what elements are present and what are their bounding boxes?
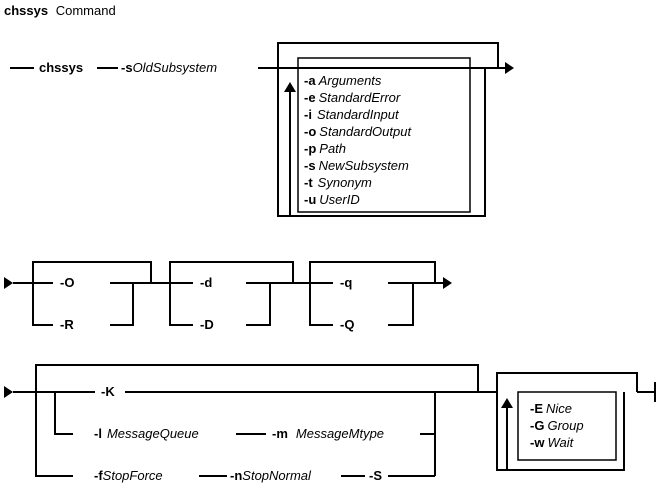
repeat-up-arrow-icon	[284, 82, 296, 92]
row3-left-branches	[35, 391, 95, 477]
flag-O: -O	[60, 275, 74, 290]
row3-right-merge	[434, 392, 436, 476]
row1-command: chssys	[39, 60, 83, 75]
flag-D: -D	[200, 317, 214, 332]
group3-skip-path	[309, 261, 436, 283]
group1-skip-path	[32, 261, 152, 283]
group1-left-branch	[32, 282, 53, 326]
group3-left-branch	[309, 282, 333, 326]
loop2-up-arrow-icon	[501, 398, 513, 408]
repeat-options-box	[517, 391, 617, 461]
flag-S: -S	[369, 468, 382, 483]
row2-end-arrow-icon	[443, 277, 452, 289]
flag-q: -q	[340, 275, 352, 290]
flag-R: -R	[60, 317, 74, 332]
row3-start-arrow-icon	[4, 386, 13, 398]
options-box	[297, 57, 471, 213]
title-suffix: Command	[56, 3, 116, 18]
title-command: chssys	[4, 3, 48, 18]
group2-left-branch	[169, 282, 193, 326]
branch-stop-force: -fStopForce	[94, 468, 163, 483]
row2-start-arrow-icon	[4, 277, 13, 289]
row1-required-flag: -sOldSubsystem	[121, 60, 217, 75]
required-arg: OldSubsystem	[133, 60, 218, 75]
required-flag: -s	[121, 60, 133, 75]
group3-right-branch	[388, 282, 414, 326]
loop-outer-path	[277, 42, 499, 69]
row3-skip-path	[35, 364, 479, 392]
row2-syntax: -O -R -d -D -q -Q	[4, 261, 452, 332]
page-title: chssys Command	[4, 3, 116, 18]
branch-stop-normal: -nStopNormal	[230, 468, 312, 483]
loop2-return-path	[496, 392, 625, 471]
repeat-return-path	[277, 68, 486, 217]
group1-right-branch	[110, 282, 134, 326]
flag-Q: -Q	[340, 317, 354, 332]
row1-end-arrow-icon	[505, 62, 514, 74]
group2-right-branch	[246, 282, 271, 326]
flag-K: -K	[101, 384, 115, 399]
loop2-outer-path	[496, 372, 638, 392]
flag-d: -d	[200, 275, 212, 290]
group2-skip-path	[169, 261, 294, 283]
